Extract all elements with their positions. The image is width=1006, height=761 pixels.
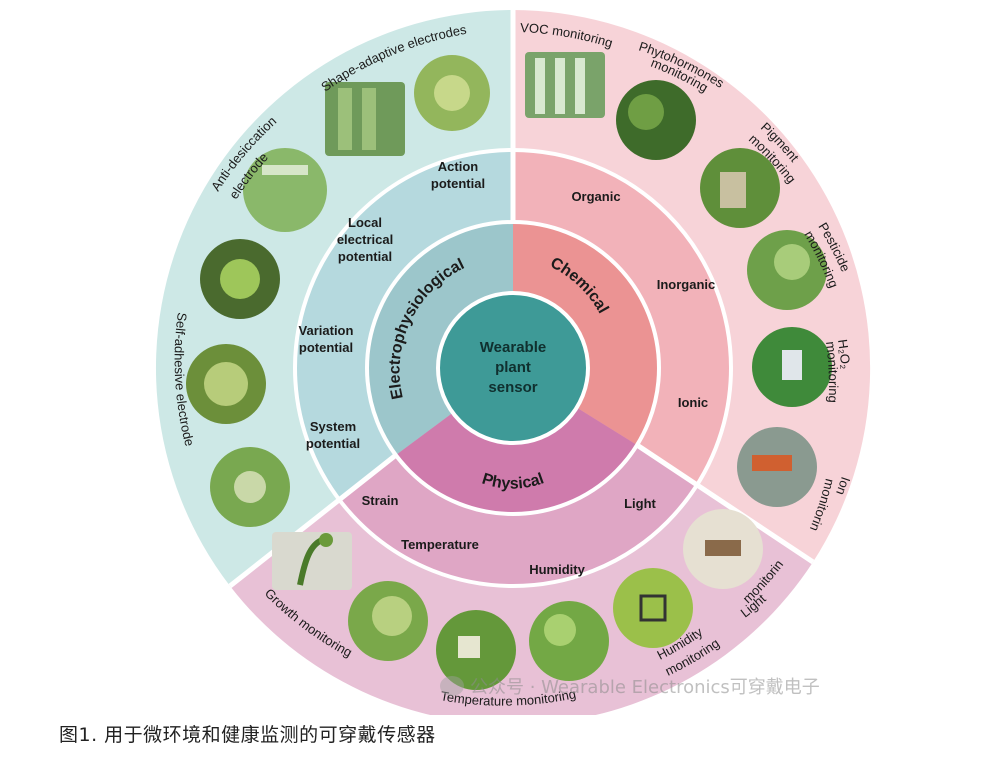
electro-item-variation-l2: potential bbox=[299, 340, 353, 355]
photo-growth bbox=[272, 532, 352, 590]
center-circle bbox=[436, 291, 590, 445]
svg-text:Physical: Physical bbox=[480, 470, 546, 492]
physical-item-humidity: Humidity bbox=[529, 562, 585, 577]
electro-item-local-l2: electrical bbox=[337, 232, 393, 247]
chemical-item-ionic: Ionic bbox=[678, 395, 708, 410]
physical-item-strain: Strain bbox=[362, 493, 399, 508]
electro-item-local-l3: potential bbox=[338, 249, 392, 264]
photo-thumbnails bbox=[186, 52, 832, 690]
physical-item-light: Light bbox=[624, 496, 656, 511]
category-physical: Physical bbox=[480, 470, 546, 492]
watermark-text: 公众号 · Wearable Electronics可穿戴电子 bbox=[470, 677, 820, 698]
electro-item-local-l1: Local bbox=[348, 215, 382, 230]
electro-item-action-l2: potential bbox=[431, 176, 485, 191]
label-h2o2-1: H₂O₂ bbox=[835, 338, 853, 369]
svg-text:H₂O₂: H₂O₂ bbox=[835, 338, 853, 369]
label-ion-1: Ion bbox=[833, 475, 853, 497]
center-label-line1: Wearable bbox=[480, 339, 546, 356]
electro-item-action-l1: Action bbox=[438, 159, 479, 174]
inner-sector-electro bbox=[367, 222, 513, 455]
electro-item-variation-l1: Variation bbox=[299, 323, 354, 338]
label-h2o2-2: monitoring bbox=[823, 341, 841, 404]
svg-text:Ion: Ion bbox=[833, 475, 853, 497]
physical-item-temperature: Temperature bbox=[401, 537, 479, 552]
electro-item-system-l2: potential bbox=[306, 436, 360, 451]
chemical-item-inorganic: Inorganic bbox=[657, 277, 716, 292]
electro-item-system-l1: System bbox=[310, 419, 356, 434]
watermark: 公众号 · Wearable Electronics可穿戴电子 bbox=[440, 673, 820, 699]
center-label-line3: sensor bbox=[488, 379, 537, 396]
svg-text:monitoring: monitoring bbox=[823, 341, 841, 404]
wechat-icon bbox=[440, 676, 464, 696]
photo-humidity bbox=[613, 568, 693, 648]
figure-caption: 图1. 用于微环境和健康监测的可穿戴传感器 bbox=[59, 724, 436, 746]
center-label-line2: plant bbox=[495, 359, 531, 376]
chemical-item-organic: Organic bbox=[571, 189, 620, 204]
